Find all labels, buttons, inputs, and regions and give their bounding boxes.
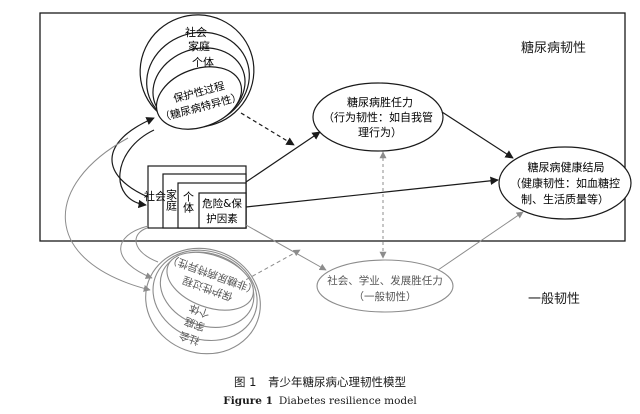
- arrow-general-protective-to-general-competence: [239, 249, 301, 284]
- protective-layer-social-label: 社会: [185, 25, 207, 39]
- diabetes-competence-line1: 糖尿病胜任力: [347, 95, 413, 109]
- arrow-risk-to-general-competence: [245, 224, 327, 271]
- caption-en-label: Figure 1: [223, 395, 273, 407]
- diabetes-outcome-line2: （健康韧性：如血糖控: [510, 176, 620, 190]
- diabetes-competence-line2: （行为韧性：如自我管: [323, 110, 433, 124]
- general-competence-line2: （一般韧性）: [354, 290, 417, 303]
- diabetes-outcome-line1: 糖尿病健康结局: [528, 160, 605, 174]
- diabetes-outcome-node: [498, 146, 632, 220]
- arrow-risk-to-general-protective: [120, 225, 153, 279]
- grey-connectors: [64, 137, 524, 292]
- arrow-risk-to-outcome: [245, 176, 499, 208]
- risk-core-line1: 危险&保: [202, 197, 242, 210]
- arrow-risk-to-protective: [111, 117, 155, 198]
- risk-core: [198, 192, 247, 229]
- arrow-protective-to-competence: [240, 112, 295, 146]
- general-competence-line1: 社会、学业、发展胜任力: [327, 274, 443, 287]
- protective-layer-family-label: 家庭: [188, 39, 210, 53]
- diabetes-resilience-frame: [39, 12, 626, 242]
- arrow-risk-to-competence: [245, 131, 321, 183]
- diabetes-outcome-line3: 制、生活质量等）: [521, 192, 609, 206]
- arrow-protective-to-general-protective: [64, 137, 151, 292]
- risk-core-line2: 护因素: [206, 212, 238, 225]
- general-competence-node: [316, 259, 454, 313]
- risk-layer-social-label: 社会: [144, 189, 166, 203]
- caption-en-text: Diabetes resilience model: [279, 395, 417, 407]
- arrow-general-protective-to-risk: [135, 227, 159, 263]
- arrow-competence-to-outcome: [441, 111, 514, 159]
- risk-factors-group: [147, 165, 247, 229]
- arrow-protective-to-risk: [119, 129, 155, 209]
- diabetes-competence-line3: 理行为）: [358, 126, 402, 139]
- caption-en: Figure 1 Diabetes resilience model: [223, 395, 417, 407]
- protective-layer-individual-label: 个体: [192, 55, 214, 69]
- protective-process-group: [139, 14, 255, 130]
- black-connectors: [111, 111, 514, 209]
- general-core: [166, 251, 254, 311]
- risk-layer-individual-label: 个体: [182, 191, 195, 213]
- arrow-general-competence-to-outcome: [437, 211, 524, 271]
- risk-layer-family-label: 家庭: [165, 188, 178, 211]
- diabetes-resilience-title: 糖尿病韧性: [521, 40, 586, 56]
- general-resilience-title: 一般韧性: [528, 291, 580, 307]
- diabetes-competence-node: [312, 82, 444, 152]
- caption-cn: 图 1 青少年糖尿病心理韧性模型: [234, 375, 406, 389]
- general-protective-group: 社会 家庭 个体 保护性过程 （非糖尿病特异性）: [145, 247, 261, 355]
- protective-core: [155, 66, 243, 130]
